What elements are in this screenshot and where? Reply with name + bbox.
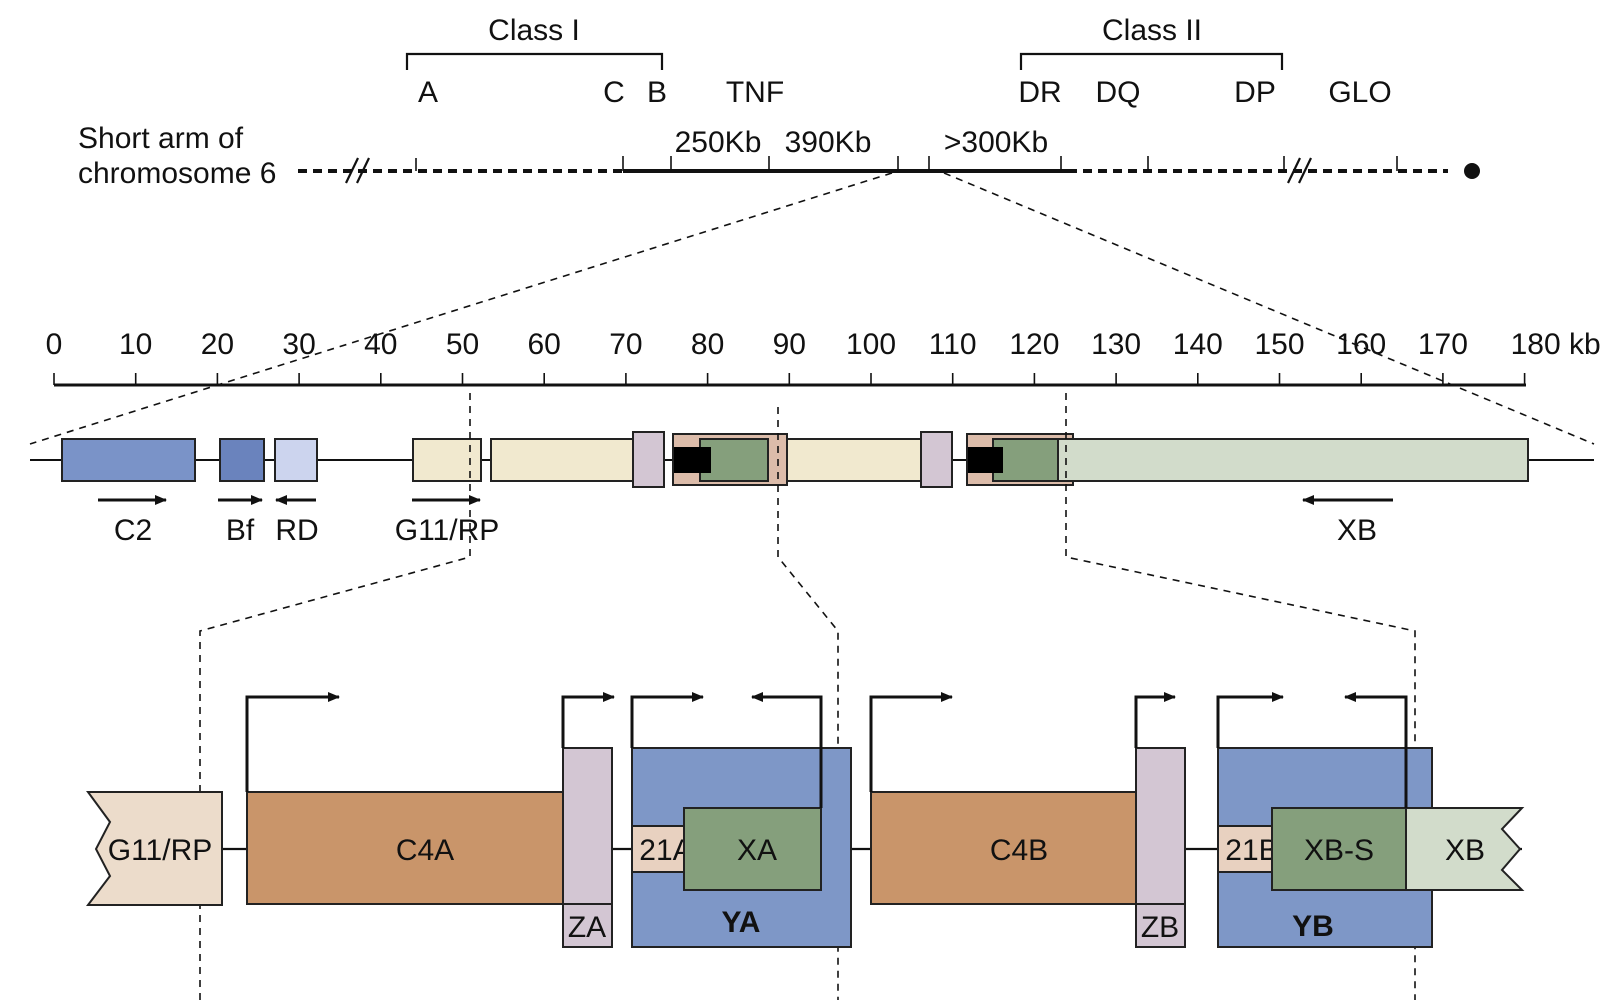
scale-label-15: 150 <box>1254 328 1304 361</box>
c4b-promoter-arrow <box>869 692 953 792</box>
locus-dp-label: DP <box>1234 76 1276 109</box>
chromosome-break-right <box>1287 157 1312 184</box>
module-xb-label: XB <box>1445 834 1485 867</box>
za-box <box>562 747 613 948</box>
c4b-box <box>870 791 1137 905</box>
class2-bracket <box>1019 52 1284 70</box>
scale-label-5: 50 <box>446 328 479 361</box>
xbs-box <box>1271 807 1407 891</box>
scale-label-7: 70 <box>609 328 642 361</box>
zoom-line-left <box>29 172 893 445</box>
scale-label-18: 180 kb <box>1511 328 1600 361</box>
rccx-module-detail: G11/RP C4A ZA YA 21A XA C4B ZB YB 21B XB… <box>85 692 1525 948</box>
gene-za-small-box <box>632 431 665 488</box>
21b-label: 21B <box>1225 834 1278 867</box>
scale-label-0: 0 <box>46 328 63 361</box>
chromosome-break-left <box>345 157 370 184</box>
gene-rd-box <box>274 438 318 482</box>
scale-label-17: 170 <box>1418 328 1468 361</box>
scale-tick-labels: 0 10 20 30 40 50 60 70 80 90 100 110 120 130 140 150 160… <box>46 328 1600 361</box>
gene-c2-box <box>61 438 196 482</box>
yb-label: YB <box>1292 910 1334 943</box>
c4a-box <box>246 791 564 905</box>
rd-label: RD <box>275 514 318 547</box>
xbs-promoter-arrow <box>1344 692 1408 808</box>
locus-c-label: C <box>603 76 625 109</box>
chromosome-map: Class I Class II A C B TNF DR DQ DP GLO … <box>78 14 1480 190</box>
21a-promoter-arrow <box>630 692 704 748</box>
za-label: ZA <box>568 911 606 944</box>
chromosome-ticks <box>415 156 1398 171</box>
class1-bracket <box>405 52 664 70</box>
c4b-label: C4B <box>990 834 1048 867</box>
scale-label-2: 20 <box>201 328 234 361</box>
locus-dq-label: DQ <box>1096 76 1141 109</box>
zb-label: ZB <box>1141 911 1179 944</box>
scale-label-1: 10 <box>119 328 152 361</box>
class3-region: C2 Bf RD G11/RP XB <box>30 431 1594 547</box>
scale-label-6: 60 <box>528 328 561 361</box>
gene-xa-small-box <box>699 438 769 482</box>
gene-21a-small-box <box>674 447 711 473</box>
locus-tnf-label: TNF <box>726 76 784 109</box>
scale-label-11: 110 <box>929 328 977 361</box>
arm-label-line2: chromosome 6 <box>78 157 276 190</box>
gene-21b-small-box <box>968 447 1003 473</box>
zb-box <box>1135 747 1186 948</box>
c2-label: C2 <box>114 514 152 547</box>
c4a-promoter-arrow <box>245 692 340 792</box>
distance-390kb: 390Kb <box>785 126 872 159</box>
c4a-label: C4A <box>396 834 454 867</box>
centromere-dot <box>1464 163 1480 179</box>
scale-label-12: 120 <box>1009 328 1059 361</box>
scale-label-13: 130 <box>1091 328 1141 361</box>
gene-zb-small-box <box>920 431 953 488</box>
distance-300kb: >300Kb <box>944 126 1048 159</box>
scale-label-14: 140 <box>1173 328 1223 361</box>
zoom-line-right <box>943 172 1595 445</box>
g11rp-label: G11/RP <box>395 514 500 547</box>
scale-label-9: 90 <box>773 328 806 361</box>
gene-xb-box <box>1057 438 1529 482</box>
scale-label-8: 80 <box>691 328 724 361</box>
scale-label-16: 160 <box>1336 328 1386 361</box>
bf-label: Bf <box>226 514 255 547</box>
gene-c4a-region-box <box>490 438 635 482</box>
class1-label: Class I <box>488 14 580 47</box>
21b-promoter-arrow <box>1216 692 1284 748</box>
ya-label: YA <box>722 906 761 939</box>
g11rp-flag-shape <box>85 791 223 906</box>
class2-label: Class II <box>1102 14 1202 47</box>
locus-dr-label: DR <box>1018 76 1061 109</box>
za-promoter-arrow <box>561 692 615 748</box>
distance-250kb: 250Kb <box>675 126 762 159</box>
promoter-arrows <box>245 692 1408 808</box>
xa-box <box>683 807 822 891</box>
xbs-label: XB-S <box>1304 834 1374 867</box>
gene-bf-box <box>219 438 265 482</box>
locus-a-label: A <box>418 76 438 109</box>
gene-c4b-region-box <box>786 438 922 482</box>
kb-scale: 0 10 20 30 40 50 60 70 80 90 100 110 120 130 140 150 160… <box>46 328 1600 387</box>
scale-label-4: 40 <box>364 328 397 361</box>
zb-promoter-arrow <box>1134 692 1176 748</box>
arm-label-line1: Short arm of <box>78 122 244 155</box>
locus-glo-label: GLO <box>1328 76 1391 109</box>
module-g11rp-label: G11/RP <box>108 834 213 867</box>
xa-label: XA <box>737 834 777 867</box>
xa-promoter-arrow <box>751 692 823 808</box>
scale-label-10: 100 <box>846 328 896 361</box>
locus-b-label: B <box>647 76 667 109</box>
xb-label: XB <box>1337 514 1377 547</box>
scale-label-3: 30 <box>282 328 315 361</box>
xb-flag-shape <box>1405 807 1525 891</box>
scale-tick-marks <box>53 373 1526 385</box>
